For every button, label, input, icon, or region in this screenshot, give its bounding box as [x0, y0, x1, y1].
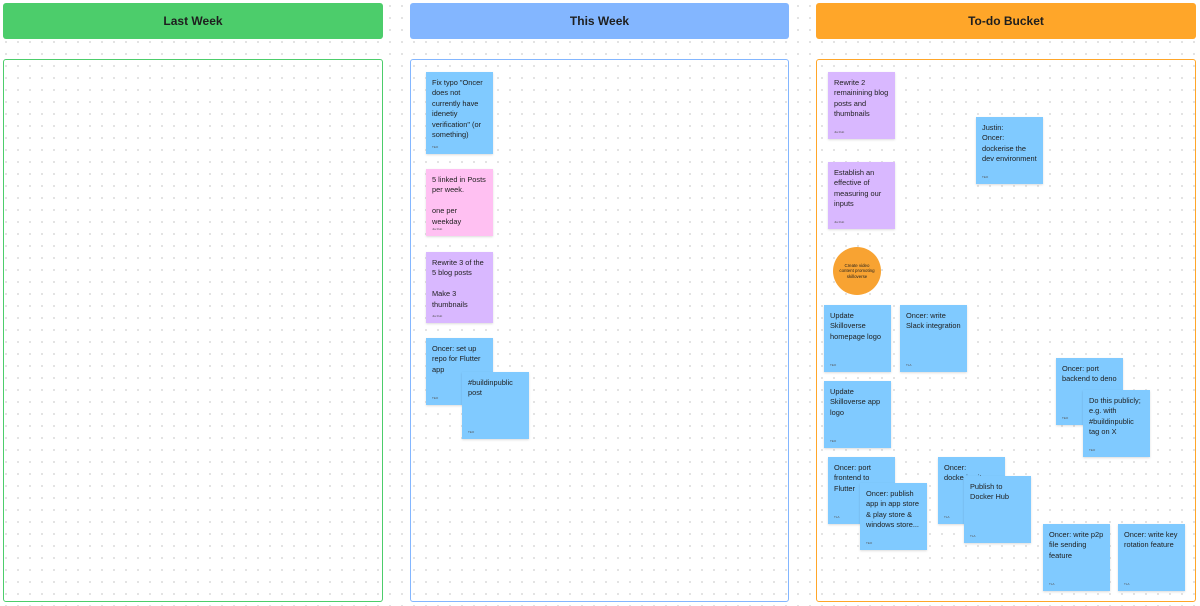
sticky-note-author: Jia Rutt	[834, 130, 845, 134]
sticky-note[interactable]: Justin: Oncer: dockerise the dev environ…	[976, 117, 1043, 184]
sticky-note[interactable]: Publish to Docker Hub TLA	[964, 476, 1031, 543]
sticky-note[interactable]: Rewrite 3 of the 5 blog posts Make 3 thu…	[426, 252, 493, 323]
sticky-note-text: Oncer: publish app in app store & play s…	[866, 489, 922, 530]
sticky-note[interactable]: Do this publicly; e.g. with #buildinpubl…	[1083, 390, 1150, 457]
sticky-note[interactable]: Oncer: publish app in app store & play s…	[860, 483, 927, 550]
sticky-note[interactable]: Rewrite 2 remainining blog posts and thu…	[828, 72, 895, 139]
sticky-note[interactable]: Fix typo "Oncer does not currently have …	[426, 72, 493, 154]
sticky-note[interactable]: Update Skilloverse homepage logo TEO	[824, 305, 891, 372]
column-frame-last-week[interactable]	[3, 59, 383, 602]
sticky-note-author: TLA	[1049, 582, 1055, 586]
column-header-last-week[interactable]: Last Week	[3, 3, 383, 39]
sticky-note-author: TLA	[944, 515, 950, 519]
sticky-note-text: Update Skilloverse homepage logo	[830, 311, 881, 341]
sticky-note-text: Fix typo "Oncer does not currently have …	[432, 78, 485, 140]
column-header-todo-bucket[interactable]: To-do Bucket	[816, 3, 1196, 39]
sticky-note-author: Jia Rutt	[432, 314, 443, 318]
sticky-note-author: TEO	[432, 145, 439, 149]
sticky-note-text: Oncer: set up repo for Flutter app	[432, 344, 483, 374]
sticky-note[interactable]: Update Skilloverse app logo TEO	[824, 381, 891, 448]
sticky-note[interactable]: Oncer: write p2p file sending feature TL…	[1043, 524, 1110, 591]
sticky-note-text: Rewrite 2 remainining blog posts and thu…	[834, 78, 891, 119]
column-header-this-week[interactable]: This Week	[410, 3, 789, 39]
sticky-note-author: Jia Rutt	[834, 220, 845, 224]
sticky-note-text: Justin: Oncer: dockerise the dev environ…	[982, 123, 1037, 164]
sticky-note-text: Rewrite 3 of the 5 blog posts Make 3 thu…	[432, 258, 484, 309]
sticky-note-author: TLA	[970, 534, 976, 538]
sticky-note-author: TLA	[834, 515, 840, 519]
sticky-note-author: Jia Rutt	[432, 227, 443, 231]
sticky-note-text: #buildinpublic post	[468, 378, 515, 398]
sticky-note-author: TEO	[1062, 416, 1069, 420]
sticky-note-author: TEO	[1089, 448, 1096, 452]
sticky-note-author: TEO	[866, 541, 873, 545]
sticky-note[interactable]: Oncer: write key rotation feature TLA	[1118, 524, 1185, 591]
sticky-note-text: Oncer: port frontend to Flutter	[834, 463, 874, 493]
sticky-note-text: Do this publicly; e.g. with #buildinpubl…	[1089, 396, 1143, 437]
column-frame-this-week[interactable]	[410, 59, 789, 602]
column-frame-todo-bucket[interactable]	[816, 59, 1196, 602]
sticky-note-text: Establish an effective of measuring our …	[834, 168, 884, 209]
sticky-note-text: Oncer: write Slack integration	[906, 311, 961, 331]
sticky-note-author: TEO	[830, 439, 837, 443]
sticky-note-text: Publish to Docker Hub	[970, 482, 1010, 502]
sticky-note-text: 5 linked in Posts per week. one per week…	[432, 175, 486, 226]
sticky-note[interactable]: Oncer: write Slack integration TLA	[900, 305, 967, 372]
circle-shape-note[interactable]: Create video content promoting skillover…	[833, 247, 881, 295]
sticky-note[interactable]: Establish an effective of measuring our …	[828, 162, 895, 229]
sticky-note-author: TEO	[432, 396, 439, 400]
sticky-note-author: TEO	[468, 430, 475, 434]
sticky-note-author: TLA	[1124, 582, 1130, 586]
sticky-note-text: Oncer: port backend to deno	[1062, 364, 1117, 384]
sticky-note-author: TEO	[830, 363, 837, 367]
sticky-note-author: TEO	[982, 175, 989, 179]
circle-shape-text: Create video content promoting skillover…	[839, 262, 875, 279]
sticky-note[interactable]: 5 linked in Posts per week. one per week…	[426, 169, 493, 236]
sticky-note-text: Oncer: write p2p file sending feature	[1049, 530, 1106, 560]
sticky-note[interactable]: #buildinpublic post TEO	[462, 372, 529, 439]
sticky-note-text: Update Skilloverse app logo	[830, 387, 883, 417]
sticky-note-text: Oncer: write key rotation feature	[1124, 530, 1180, 550]
sticky-note-author: TLA	[906, 363, 912, 367]
